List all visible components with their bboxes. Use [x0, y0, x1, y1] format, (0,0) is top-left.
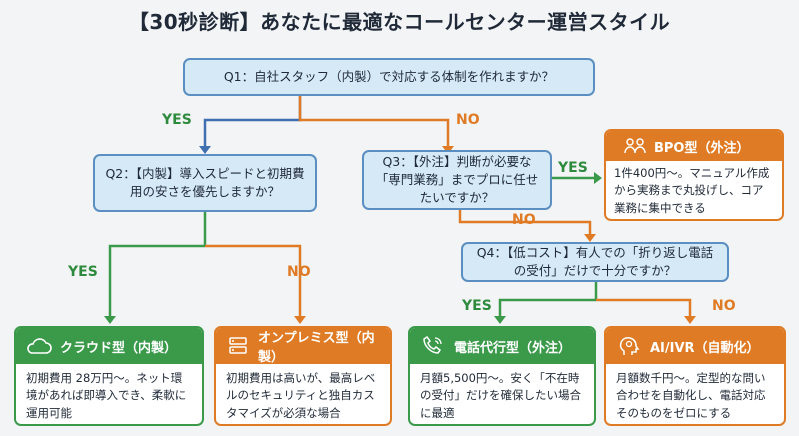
result-agency-title: 電話代行型（外注）: [454, 340, 572, 356]
label-q3-no: NO: [512, 212, 536, 228]
result-onprem-header: オンプレミス型（内製）: [216, 328, 390, 365]
page-title: 【30秒診断】あなたに最適なコールセンター運営スタイル: [128, 10, 671, 34]
connector-q3-no: [458, 210, 592, 236]
result-bpo-desc: 1件400円〜。マニュアル作成から実務まで丸投げし、コア業務に集中できる: [614, 166, 770, 215]
result-agency: 電話代行型（外注） 月額5,500円〜。安く「不在時の受付」だけを確保したい場合…: [408, 326, 596, 426]
question-q3-text: Q3：【外注】判断が必要な「専門業務」までプロに任せたいですか？: [375, 153, 539, 206]
label-q2-no: NO: [287, 264, 311, 280]
result-cloud: クラウド型（内製） 初期費用 28万円〜。ネット環境があれば即導入でき、柔軟に運…: [14, 326, 204, 426]
label-q2-yes: YES: [68, 264, 98, 280]
question-q2-text: Q2：【内製】導入スピードと初期費用の安さを優先しますか？: [105, 165, 305, 199]
arrowhead-q3-no: [584, 234, 596, 242]
result-cloud-title: クラウド型（内製）: [60, 340, 178, 356]
connector-q4-no: [596, 298, 692, 318]
phone-icon: [420, 335, 446, 357]
label-q4-no: NO: [712, 298, 736, 314]
question-q1: Q1：自社スタッフ（内製）で対応する体制を作れますか？: [183, 58, 595, 96]
result-cloud-header: クラウド型（内製）: [16, 328, 202, 364]
connector-q1-no: [298, 96, 450, 148]
result-agency-header: 電話代行型（外注）: [410, 328, 594, 364]
result-onprem-title: オンプレミス型（内製）: [258, 331, 375, 365]
arrowhead-q3-yes: [594, 172, 602, 184]
connector-q4-yes: [498, 298, 596, 318]
arrowhead-q4-no: [684, 316, 696, 324]
label-q4-yes: YES: [462, 298, 492, 314]
cloud-icon: [26, 335, 52, 357]
result-bpo: BPO型（外注） 1件400円〜。マニュアル作成から実務まで丸投げし、コア業務に…: [604, 129, 784, 221]
question-q1-text: Q1：自社スタッフ（内製）で対応する体制を作れますか？: [223, 68, 555, 84]
arrowhead-q2-no: [294, 316, 306, 324]
label-q1-yes: YES: [162, 112, 192, 128]
ai-head-icon: [616, 335, 642, 357]
result-cloud-desc: 初期費用 28万円〜。ネット環境があれば即導入でき、柔軟に運用可能: [26, 371, 187, 420]
arrowhead-q4-yes: [494, 316, 506, 324]
people-icon: [624, 137, 646, 155]
result-onprem-desc: 初期費用は高いが、最高レベルのセキュリティと独自カスタマイズが必須な場合: [226, 371, 376, 420]
arrowhead-q1-yes: [199, 146, 211, 154]
result-bpo-header: BPO型（外注）: [606, 131, 782, 161]
result-ai-title: AI/IVR（自動化）: [650, 340, 760, 356]
connector-q2-yes: [108, 244, 205, 318]
result-ai-desc: 月額数千円〜。定型的な問い合わせを自動化し、電話対応そのものをゼロにする: [616, 371, 766, 420]
question-q3: Q3：【外注】判断が必要な「専門業務」までプロに任せたいですか？: [362, 150, 552, 210]
result-onprem: オンプレミス型（内製） 初期費用は高いが、最高レベルのセキュリティと独自カスタマ…: [214, 326, 392, 426]
connector-q2-no: [205, 244, 302, 318]
result-ai-header: AI/IVR（自動化）: [606, 328, 784, 364]
result-agency-desc: 月額5,500円〜。安く「不在時の受付」だけを確保したい場合に最適: [420, 371, 581, 420]
label-q3-yes: YES: [558, 160, 588, 176]
result-bpo-title: BPO型（外注）: [654, 140, 750, 156]
server-icon: [226, 335, 250, 357]
question-q4: Q4：【低コスト】有人での「折り返し電話の受付」だけで十分ですか？: [461, 242, 729, 282]
label-q1-no: NO: [456, 112, 480, 128]
question-q4-text: Q4：【低コスト】有人での「折り返し電話の受付」だけで十分ですか？: [476, 244, 714, 278]
connector-q1-yes: [203, 96, 302, 148]
result-ai: AI/IVR（自動化） 月額数千円〜。定型的な問い合わせを自動化し、電話対応その…: [604, 326, 786, 426]
arrowhead-q2-yes: [104, 316, 116, 324]
question-q2: Q2：【内製】導入スピードと初期費用の安さを優先しますか？: [93, 154, 317, 212]
